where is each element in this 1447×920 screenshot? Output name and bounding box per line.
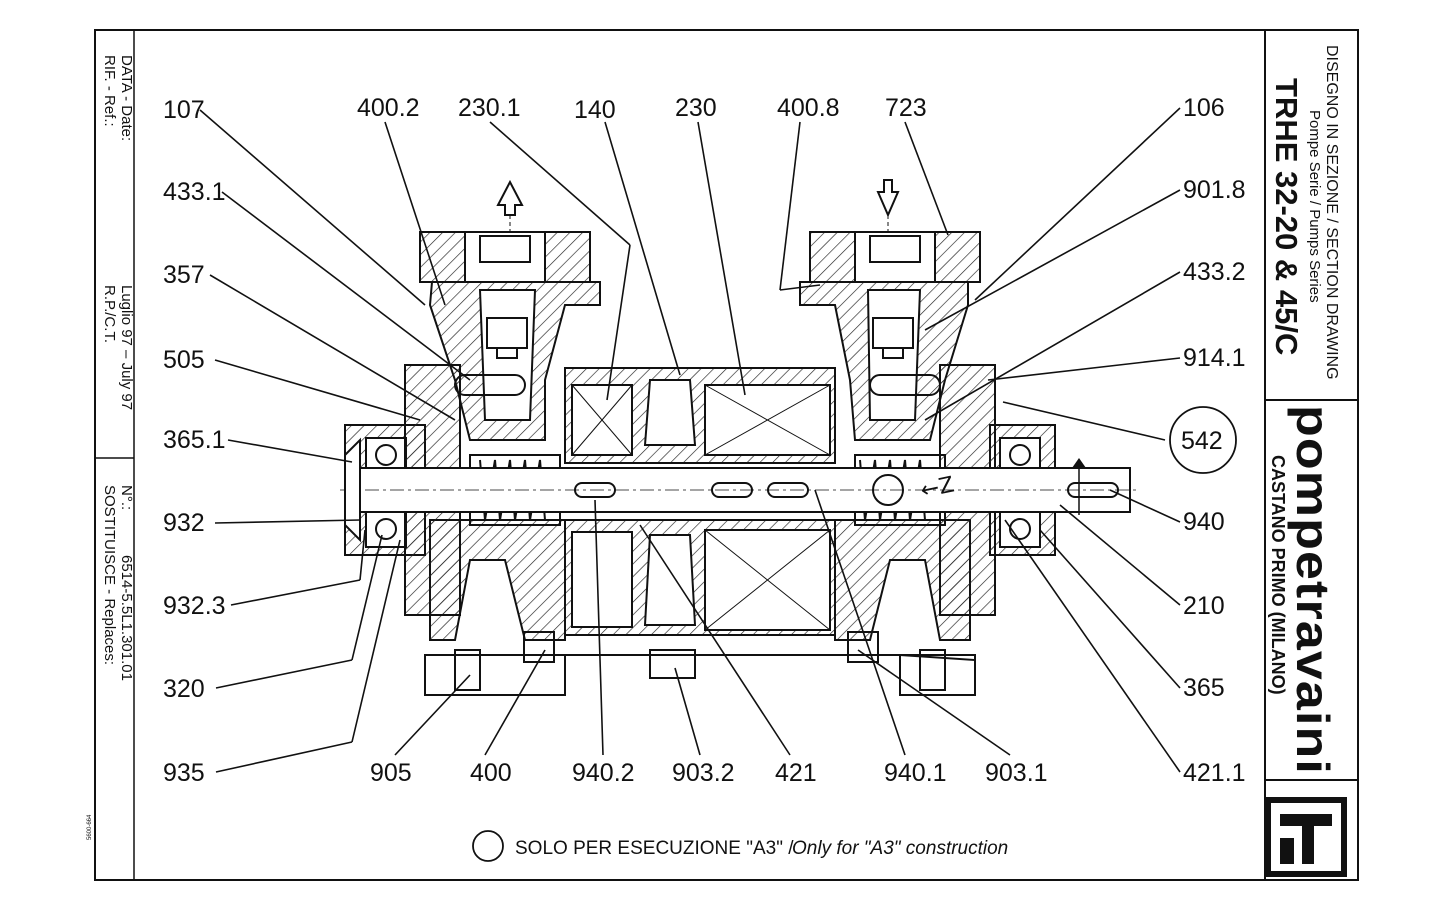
model-title: TRHE 32-20 & 45/C bbox=[1269, 78, 1304, 355]
brand-location: CASTANO PRIMO (MILANO) bbox=[1268, 455, 1288, 695]
label-106: 106 bbox=[1183, 94, 1225, 122]
footer-note-english: Only for "A3" construction bbox=[792, 838, 1008, 859]
label-903-1: 903.1 bbox=[985, 759, 1048, 787]
label-365: 365 bbox=[1183, 674, 1225, 702]
label-230: 230 bbox=[675, 94, 717, 122]
brand-name: pompetravaini bbox=[1287, 405, 1339, 775]
tiny-mark: 5600-664 bbox=[87, 814, 93, 840]
label-400: 400 bbox=[470, 759, 512, 787]
company-logo-icon bbox=[1265, 797, 1347, 877]
label-365-1: 365.1 bbox=[163, 426, 226, 454]
part-labels: 107 400.2 230.1 140 230 400.8 723 106 43… bbox=[163, 94, 1246, 787]
drawing-frame bbox=[94, 29, 1359, 881]
number-label: N°.: bbox=[118, 485, 135, 510]
ref-value: R.P./C.T. bbox=[101, 285, 118, 343]
label-932-3: 932.3 bbox=[163, 592, 226, 620]
label-433-2: 433.2 bbox=[1183, 258, 1246, 286]
legend-circle-icon bbox=[472, 830, 504, 862]
label-357: 357 bbox=[163, 261, 205, 289]
label-400-2: 400.2 bbox=[357, 94, 420, 122]
label-542: 542 bbox=[1181, 427, 1223, 455]
label-230-1: 230.1 bbox=[458, 94, 521, 122]
outlet-flow-arrow-icon bbox=[496, 179, 524, 216]
label-505: 505 bbox=[163, 346, 205, 374]
label-935: 935 bbox=[163, 759, 205, 787]
label-932: 932 bbox=[163, 509, 205, 537]
rotation-arrow-icon bbox=[1072, 458, 1086, 468]
number-value: 6514-5.5L1.301.01 bbox=[118, 555, 135, 681]
date-value: Luglio 97 – July 97 bbox=[118, 285, 135, 410]
label-940: 940 bbox=[1183, 508, 1225, 536]
drawing-type: DISEGNO IN SEZIONE / SECTION DRAWING bbox=[1323, 45, 1340, 380]
label-433-1: 433.1 bbox=[163, 178, 226, 206]
label-107: 107 bbox=[163, 96, 205, 124]
optional-part-marker bbox=[1169, 406, 1237, 474]
ref-label: RIF. - Ref.: bbox=[101, 55, 118, 127]
label-723: 723 bbox=[885, 94, 927, 122]
label-940-1: 940.1 bbox=[884, 759, 947, 787]
label-320: 320 bbox=[163, 675, 205, 703]
label-914-1: 914.1 bbox=[1183, 344, 1246, 372]
label-140: 140 bbox=[574, 96, 616, 124]
pump-series: Pompe Serie / Pumps Series bbox=[1306, 110, 1323, 303]
leader-lines bbox=[199, 107, 1181, 773]
date-label: DATA - Date: bbox=[118, 55, 135, 141]
label-903-2: 903.2 bbox=[672, 759, 735, 787]
footer-note-italian: SOLO PER ESECUZIONE "A3" / bbox=[515, 838, 794, 859]
inlet-flow-arrow-icon bbox=[876, 179, 900, 218]
label-421-1: 421.1 bbox=[1183, 759, 1246, 787]
label-905: 905 bbox=[370, 759, 412, 787]
label-421: 421 bbox=[775, 759, 817, 787]
label-901-8: 901.8 bbox=[1183, 176, 1246, 204]
replaces-label: SOSTITUISCE - Replaces: bbox=[101, 485, 118, 665]
label-940-2: 940.2 bbox=[572, 759, 635, 787]
label-400-8: 400.8 bbox=[777, 94, 840, 122]
label-210: 210 bbox=[1183, 592, 1225, 620]
